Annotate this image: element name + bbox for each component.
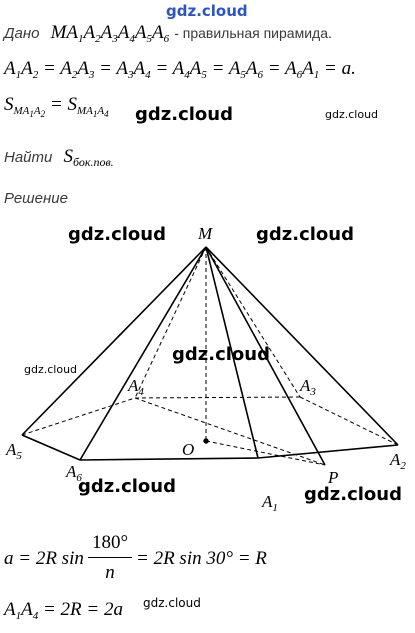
label-p: P (327, 468, 338, 487)
solution-label: Решение (4, 190, 68, 207)
formula-a1a4: A1A4 = 2R = 2a (4, 599, 123, 622)
label-m: M (197, 224, 213, 243)
segment-o-p (205, 440, 326, 466)
label-a2: A2 (389, 450, 406, 472)
formula-a-lhs: a = 2R sin (4, 548, 84, 569)
watermark-bottom-small: gdz.cloud (143, 596, 201, 610)
edge-m-a3 (205, 246, 301, 398)
apothem-m-p (205, 246, 326, 466)
diag-a4-p (134, 397, 326, 466)
edge-m-a6 (79, 246, 207, 461)
watermark-fig-bottom-right: gdz.cloud (304, 484, 402, 505)
formula-denominator: n (105, 562, 115, 583)
watermark-top: gdz.cloud (166, 2, 248, 20)
watermark-fig-bottom-left: gdz.cloud (78, 476, 176, 497)
base-edge-a4-a3 (134, 396, 301, 399)
label-a1: A1 (261, 492, 278, 514)
edge-m-a5 (21, 246, 207, 436)
center-point (203, 438, 209, 444)
edge-m-a1 (205, 246, 259, 459)
area-equation: SMA1A2 = SMA1A4 (4, 94, 109, 120)
pyramid-figure: M O P A1 A2 A3 A4 A5 A6 (5, 224, 406, 514)
given-line: Дано MA1A2A3A4A5A6 - правильная пирамида… (4, 22, 332, 45)
edge-m-a4 (134, 246, 207, 399)
label-a3: A3 (299, 376, 316, 398)
given-description: - правильная пирамида. (174, 25, 332, 41)
label-a5: A5 (5, 440, 22, 462)
find-line: Найти Sбок.пов. (4, 146, 114, 169)
base-edge-a6-a1 (79, 457, 259, 461)
watermark-small: gdz.cloud (325, 108, 379, 121)
watermark-fig-small: gdz.cloud (24, 363, 78, 376)
label-a4: A4 (127, 376, 144, 398)
edge-m-a2 (205, 246, 399, 446)
watermark-mid: gdz.cloud (135, 104, 233, 125)
given-label: Дано (4, 25, 40, 42)
base-edge-a5-a6 (21, 434, 81, 461)
given-object: MA1A2A3A4A5A6 (50, 22, 170, 45)
formula-numerator: 180° (91, 532, 129, 553)
watermark-fig-center: gdz.cloud (172, 344, 270, 365)
watermark-fig-left: gdz.cloud (68, 224, 166, 245)
find-label: Найти (4, 149, 53, 166)
base-edge-a5-a4 (21, 397, 136, 436)
base-edge-a3-a2 (299, 396, 399, 446)
label-o: O (182, 440, 194, 459)
fraction-bar (88, 557, 132, 559)
watermark-fig-right: gdz.cloud (256, 224, 354, 245)
formula-a-rhs: = 2R sin 30° = R (136, 548, 267, 569)
base-edge-a1-a2 (257, 444, 399, 459)
edges-equation: A1A2 = A2A3 = A3A4 = A4A5 = A5A6 = A6A1 … (4, 58, 356, 81)
